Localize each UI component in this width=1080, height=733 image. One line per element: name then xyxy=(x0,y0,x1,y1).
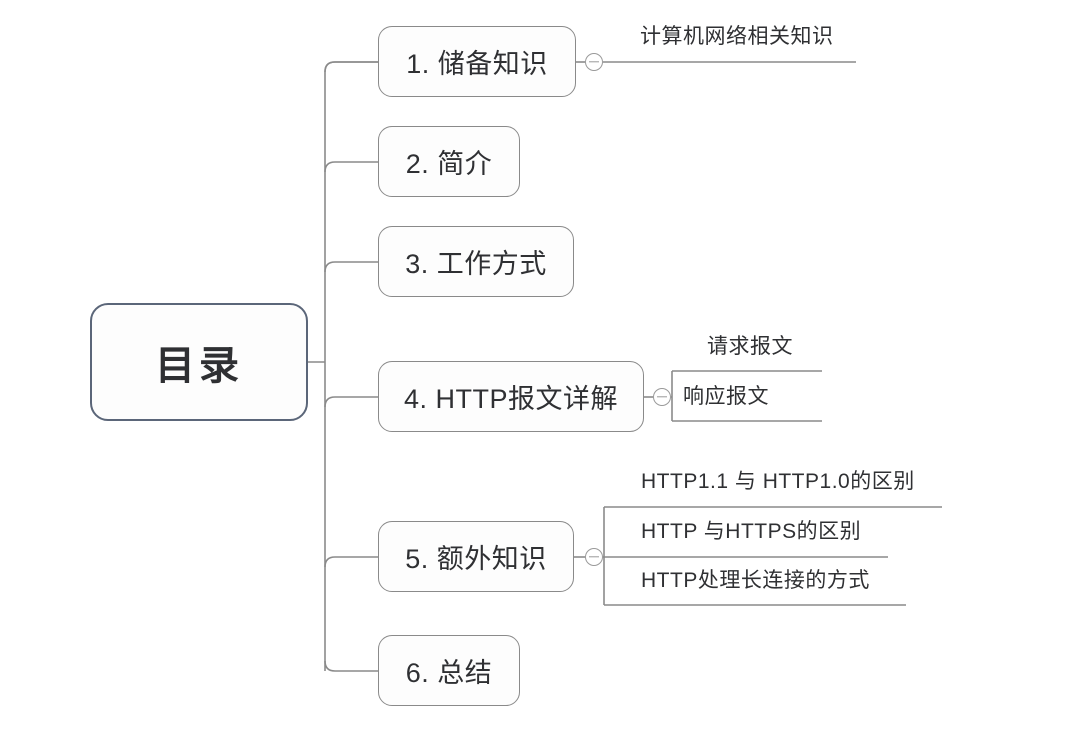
leaf-node-1-1-label: 计算机网络相关知识 xyxy=(640,25,834,48)
branch-node-4-label: 4. HTTP报文详解 xyxy=(403,384,618,414)
minus-circle-icon-branch-1[interactable] xyxy=(585,53,603,71)
leaf-node-5-2[interactable]: HTTP 与HTTPS的区别 xyxy=(641,521,861,542)
minus-circle-icon-branch-5[interactable] xyxy=(585,548,603,566)
branch-node-5-label: 5. 额外知识 xyxy=(405,544,547,574)
leaf-node-1-1[interactable]: 计算机网络相关知识 xyxy=(640,26,834,47)
connector-branch-2 xyxy=(324,161,378,173)
leaf-node-5-1-label: HTTP1.1 与 HTTP1.0的区别 xyxy=(641,470,915,493)
branch-node-6[interactable]: 6. 总结 xyxy=(378,635,520,706)
branch-node-4[interactable]: 4. HTTP报文详解 xyxy=(378,361,644,432)
connector-branch-6 xyxy=(324,660,378,672)
minus-circle-icon-branch-4[interactable] xyxy=(653,388,671,406)
branch-node-1-label: 1. 储备知识 xyxy=(406,49,548,79)
leaf-node-4-2-label: 响应报文 xyxy=(683,385,769,408)
branch-node-5[interactable]: 5. 额外知识 xyxy=(378,521,574,592)
branch-node-2[interactable]: 2. 简介 xyxy=(378,126,520,197)
connector-branch-1 xyxy=(324,61,378,76)
connector-branch-1b xyxy=(324,61,378,73)
branch-node-2-label: 2. 简介 xyxy=(405,149,493,179)
leaf-node-5-3-label: HTTP处理长连接的方式 xyxy=(641,569,870,592)
connector-branch-5 xyxy=(324,556,378,568)
branch-node-6-label: 6. 总结 xyxy=(405,658,493,688)
branch-node-3[interactable]: 3. 工作方式 xyxy=(378,226,574,297)
root-node-label: 目录 xyxy=(155,344,243,388)
leaf-node-5-1[interactable]: HTTP1.1 与 HTTP1.0的区别 xyxy=(641,471,915,492)
connector-branch-3 xyxy=(324,261,378,273)
connector-branch-4 xyxy=(324,396,378,408)
branch-node-1[interactable]: 1. 储备知识 xyxy=(378,26,576,97)
leaf-node-4-2[interactable]: 响应报文 xyxy=(683,386,769,407)
leaf-node-4-1[interactable]: 请求报文 xyxy=(707,336,793,357)
root-node[interactable]: 目录 xyxy=(90,303,308,421)
leaf-node-4-1-label: 请求报文 xyxy=(707,335,793,358)
leaf-node-5-3[interactable]: HTTP处理长连接的方式 xyxy=(641,570,870,591)
branch-node-3-label: 3. 工作方式 xyxy=(405,249,547,279)
leaf-node-5-2-label: HTTP 与HTTPS的区别 xyxy=(641,520,862,543)
